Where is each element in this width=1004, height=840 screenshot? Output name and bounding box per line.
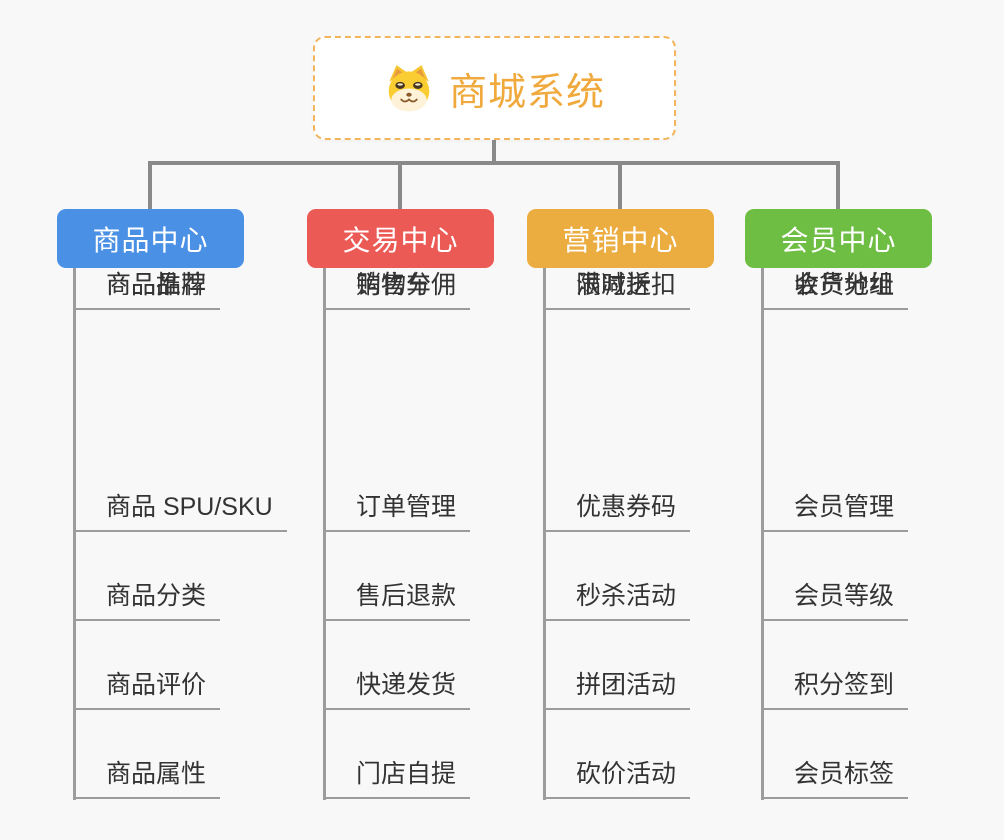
- leaf-node[interactable]: 商品属性: [73, 757, 221, 799]
- leaf-label: 商品属性: [73, 757, 221, 799]
- leaf-label: 优惠券码: [543, 490, 691, 532]
- leaf-node[interactable]: 积分签到: [761, 668, 909, 710]
- branch-node-products[interactable]: 商品中心: [57, 209, 244, 268]
- branch-column-products: 商品中心 商品 SPU/SKU 商品分类 商品评价 商品属性 商品推荐 商品品牌: [57, 209, 287, 800]
- branch-column-trade: 交易中心 订单管理 售后退款 快递发货 门店自提 购物车 销售分佣: [307, 209, 494, 800]
- leaf-node[interactable]: 商品分类: [73, 579, 221, 621]
- leaf-label: 拼团活动: [543, 668, 691, 710]
- leaf-label: 限时折扣: [543, 268, 691, 310]
- leaf-node[interactable]: 商品推荐: [73, 268, 221, 310]
- connector-root-drop: [492, 140, 496, 164]
- leaf-node[interactable]: 订单管理: [323, 490, 471, 532]
- branch-spine: [73, 268, 76, 800]
- leaf-node[interactable]: 商品品牌: [73, 268, 221, 310]
- branch-spine: [761, 268, 764, 800]
- connector-drop-branch-1: [398, 161, 402, 209]
- leaf-label: 销售分佣: [323, 268, 471, 310]
- leaf-node[interactable]: 会员等级: [761, 579, 909, 621]
- leaf-node[interactable]: 会员管理: [761, 490, 909, 532]
- branch-node-trade[interactable]: 交易中心: [307, 209, 494, 268]
- branch-column-marketing: 营销中心 优惠券码 秒杀活动 拼团活动 砍价活动 限时折扣 满减送: [527, 209, 714, 800]
- leaf-label: 门店自提: [323, 757, 471, 799]
- leaf-node[interactable]: 商品 SPU/SKU: [73, 490, 287, 532]
- leaf-label: 商品 SPU/SKU: [73, 490, 287, 532]
- branch-spine: [543, 268, 546, 800]
- leaf-label: 快递发货: [323, 668, 471, 710]
- leaf-node[interactable]: 会员标签: [761, 757, 909, 799]
- leaf-label: 商品品牌: [73, 268, 221, 310]
- root-topic-node[interactable]: 商城系统: [313, 36, 676, 140]
- leaf-node[interactable]: 商品评价: [73, 668, 221, 710]
- root-topic-title: 商城系统: [448, 71, 605, 114]
- leaf-label: 积分签到: [761, 668, 909, 710]
- leaf-label: 砍价活动: [543, 757, 691, 799]
- leaf-label: 商品评价: [73, 668, 221, 710]
- leaf-label: 商品分类: [73, 579, 221, 621]
- connector-bus: [148, 161, 840, 165]
- leaf-node[interactable]: 门店自提: [323, 757, 471, 799]
- leaf-node[interactable]: 销售分佣: [323, 268, 471, 310]
- leaf-node[interactable]: 快递发货: [323, 668, 471, 710]
- leaf-label: 售后退款: [323, 579, 471, 621]
- leaf-node[interactable]: 收货地址: [761, 268, 909, 310]
- leaf-node[interactable]: 售后退款: [323, 579, 471, 621]
- leaf-node[interactable]: 满减送: [543, 268, 666, 310]
- leaf-label: 秒杀活动: [543, 579, 691, 621]
- leaf-label: 商品推荐: [73, 268, 221, 310]
- leaf-label: 收货地址: [761, 268, 909, 310]
- leaf-label: 订单管理: [323, 490, 471, 532]
- leaf-node[interactable]: 优惠券码: [543, 490, 691, 532]
- branch-node-members[interactable]: 会员中心: [745, 209, 932, 268]
- leaf-label: 满减送: [543, 268, 666, 310]
- connector-drop-branch-0: [148, 161, 152, 209]
- branch-spine: [323, 268, 326, 800]
- connector-drop-branch-2: [618, 161, 622, 209]
- leaf-node[interactable]: 限时折扣: [543, 268, 691, 310]
- leaf-node[interactable]: 秒杀活动: [543, 579, 691, 621]
- connector-drop-branch-3: [836, 161, 840, 209]
- leaf-label: 会员管理: [761, 490, 909, 532]
- branch-column-members: 会员中心 会员管理 会员等级 积分签到 会员标签 会员分组 收货地址: [745, 209, 932, 800]
- leaf-label: 会员标签: [761, 757, 909, 799]
- leaf-node[interactable]: 砍价活动: [543, 757, 691, 799]
- branch-node-marketing[interactable]: 营销中心: [527, 209, 714, 268]
- leaf-node[interactable]: 拼团活动: [543, 668, 691, 710]
- leaf-label: 会员等级: [761, 579, 909, 621]
- dog-face-icon: [388, 65, 430, 112]
